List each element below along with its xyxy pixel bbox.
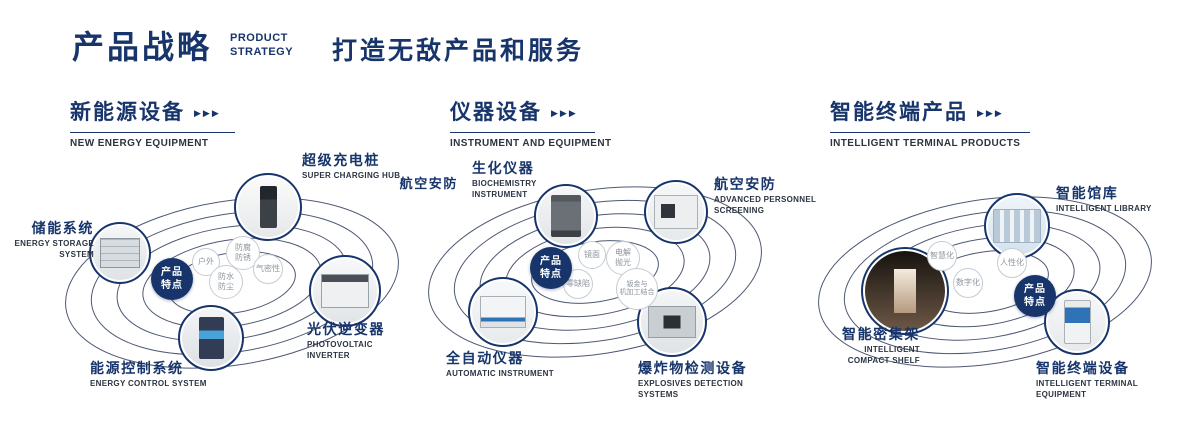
section-heading-intelligent-terminal: 智能终端产品 ▶▶▶ INTELLIGENT TERMINAL PRODUCTS xyxy=(830,96,1030,149)
page-title: 产品战略 xyxy=(72,29,213,65)
section-title-intelligent-terminal: 智能终端产品 xyxy=(830,101,968,124)
orbit-tag: 智慧化 xyxy=(927,241,957,271)
title-underline xyxy=(70,132,235,133)
product-features-badge: 产品 特点 xyxy=(151,258,193,300)
orbit-tag: 气密性 xyxy=(253,254,283,284)
orbit-tag: 钣金与 机加工结合 xyxy=(616,268,658,310)
title-underline xyxy=(450,132,595,133)
photovoltaic-inverter-photo xyxy=(309,255,381,327)
section-subtitle-instruments: INSTRUMENT AND EQUIPMENT xyxy=(450,138,612,149)
personnel-screening-photo xyxy=(644,180,708,244)
label-energy-storage: 储能系统 ENERGY STORAGE SYSTEM xyxy=(14,220,94,259)
label-aviation-security-side: 航空安防 xyxy=(399,176,458,191)
orbit-tag: 数字化 xyxy=(953,268,983,298)
title-underline xyxy=(830,132,1030,133)
orbit-tag: 防水 防尘 xyxy=(209,265,243,299)
page-subtitle: PRODUCT STRATEGY xyxy=(230,32,294,58)
product-features-badge: 产品 特点 xyxy=(530,247,572,289)
label-biochemistry-instrument: 生化仪器 BIOCHEMISTRY INSTRUMENT xyxy=(472,160,537,199)
super-charging-hub-photo xyxy=(234,173,302,241)
orbit-tag: 人性化 xyxy=(997,248,1027,278)
triple-arrow-icon: ▶▶▶ xyxy=(551,108,578,118)
section-heading-new-energy: 新能源设备 ▶▶▶ NEW ENERGY EQUIPMENT xyxy=(70,96,235,149)
label-explosives-detection: 爆炸物检测设备 EXPLOSIVES DETECTION SYSTEMS xyxy=(638,360,748,399)
section-subtitle-new-energy: NEW ENERGY EQUIPMENT xyxy=(70,138,209,149)
label-intelligent-terminal-equipment: 智能终端设备 INTELLIGENT TERMINAL EQUIPMENT xyxy=(1036,360,1138,399)
section-subtitle-intelligent-terminal: INTELLIGENT TERMINAL PRODUCTS xyxy=(830,138,1021,149)
section-heading-instruments: 仪器设备 ▶▶▶ INSTRUMENT AND EQUIPMENT xyxy=(450,96,611,149)
label-super-charging-hub: 超级充电桩 SUPER CHARGING HUB xyxy=(302,152,401,180)
label-compact-shelf: 智能密集架 INTELLIGENT COMPACT SHELF xyxy=(842,326,920,365)
label-personnel-screening: 航空安防 ADVANCED PERSONNEL SCREENING xyxy=(714,176,817,215)
section-title-new-energy: 新能源设备 xyxy=(70,101,185,124)
orbit-tag: 镜面 xyxy=(578,241,606,269)
label-intelligent-library: 智能馆库 INTELLIGENT LIBRARY xyxy=(1056,185,1152,213)
page-tagline: 打造无敌产品和服务 xyxy=(332,37,585,65)
energy-storage-photo xyxy=(89,222,151,284)
triple-arrow-icon: ▶▶▶ xyxy=(977,108,1004,118)
label-automatic-instrument: 全自动仪器 AUTOMATIC INSTRUMENT xyxy=(446,350,554,378)
label-energy-control-system: 能源控制系统 ENERGY CONTROL SYSTEM xyxy=(90,360,207,388)
triple-arrow-icon: ▶▶▶ xyxy=(194,108,221,118)
product-features-badge: 产品 特点 xyxy=(1014,275,1056,317)
automatic-instrument-photo xyxy=(468,277,538,347)
section-title-instruments: 仪器设备 xyxy=(450,101,542,124)
label-photovoltaic-inverter: 光伏逆变器 PHOTOVOLTAIC INVERTER xyxy=(307,321,385,360)
